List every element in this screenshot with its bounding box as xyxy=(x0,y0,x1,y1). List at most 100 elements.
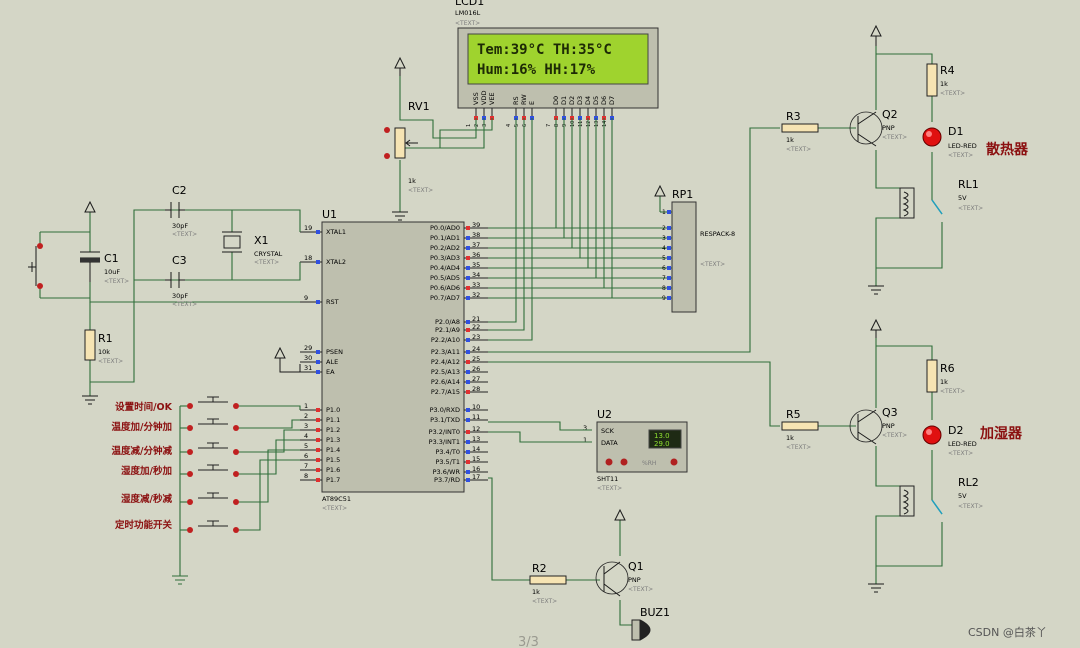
u2-reading1: 13.0 xyxy=(654,432,670,440)
control-button-label: 湿度减/秒减 xyxy=(121,493,172,505)
lcd1-ref: LCD1 xyxy=(455,0,484,8)
u1-left-pin-marker xyxy=(316,350,320,354)
r6-ref: R6 xyxy=(940,362,955,375)
r3-value: 1k xyxy=(786,136,794,144)
u1-model: AT89C51 xyxy=(322,495,351,503)
u1-ref: U1 xyxy=(322,208,337,221)
r6-text: <TEXT> xyxy=(940,388,965,395)
lcd-ground xyxy=(392,211,408,221)
lcd-pin-label: E xyxy=(528,101,536,105)
u1-right-pin-name: P2.7/A15 xyxy=(431,388,460,396)
u1-left-pin-name: PSEN xyxy=(326,348,343,356)
r1-text: <TEXT> xyxy=(98,358,123,365)
lcd-pin-label: VEE xyxy=(488,92,496,105)
humid-ground xyxy=(868,583,884,593)
c1: C1 10uF <TEXT> xyxy=(80,251,129,285)
u1-right-pin-name: P2.5/A13 xyxy=(431,368,460,376)
lcd-pin-label: D3 xyxy=(576,96,584,105)
u1-right-pin-name: P3.6/WR xyxy=(433,468,461,476)
control-button-5[interactable]: 湿度减/秒减 xyxy=(121,492,239,505)
q3: Q3 PNP <TEXT> xyxy=(849,406,907,445)
buz1: BUZ1 xyxy=(631,606,670,641)
rl1-ref: RL1 xyxy=(958,178,979,191)
u1-left-pin-marker xyxy=(316,360,320,364)
u2-button-b[interactable] xyxy=(620,458,628,466)
u2-ref: U2 xyxy=(597,408,612,421)
rl1-value: 5V xyxy=(958,194,967,202)
x1-ref: X1 xyxy=(254,234,269,247)
u2-button-a[interactable] xyxy=(605,458,613,466)
u1-right-pin-number: 35 xyxy=(472,261,480,269)
x1: X1 CRYSTAL <TEXT> xyxy=(222,231,283,266)
r1-ground xyxy=(82,395,98,405)
lcd-pin-number: 13 xyxy=(594,121,600,127)
control-button-2[interactable]: 温度加/分钟加 xyxy=(112,418,239,433)
rp1-pin-number: 4 xyxy=(662,245,666,252)
rp1-power-arrow xyxy=(654,184,666,197)
osc-reset-wires xyxy=(39,209,301,396)
u1-left-pin-marker xyxy=(316,438,320,442)
r3-text: <TEXT> xyxy=(786,146,811,153)
control-button-3[interactable]: 温度减/分钟减 xyxy=(112,442,239,457)
q1-power-arrow xyxy=(614,508,626,521)
lcd-pin-number: 12 xyxy=(586,121,592,127)
u1-left-pin-name: P1.6 xyxy=(326,466,340,474)
rp1-body xyxy=(671,201,697,313)
lcd-pin-number: 14 xyxy=(602,121,608,127)
control-button-6[interactable]: 定时功能开关 xyxy=(114,519,239,533)
q1-ref: Q1 xyxy=(628,560,644,573)
u1-right-pin-marker xyxy=(466,226,470,230)
d1-type: LED-RED xyxy=(948,142,977,150)
u1-right-pin-marker xyxy=(466,430,470,434)
u1-right-pin-number: 14 xyxy=(472,445,480,453)
u2-brand: %RH xyxy=(642,460,656,467)
rp1-type: RESPACK-8 xyxy=(700,230,735,238)
u1-right-pin-number: 22 xyxy=(472,323,480,331)
lcd-pin-label: D5 xyxy=(592,96,600,105)
lcd-pin-number: 4 xyxy=(506,124,512,127)
u1-left-pin-name: P1.1 xyxy=(326,416,340,424)
watermark: CSDN @白茶丫 xyxy=(968,625,1047,639)
u1-left-pin-number: 19 xyxy=(304,224,312,232)
lcd1-model: LM016L xyxy=(455,9,481,17)
r5-value: 1k xyxy=(786,434,794,442)
u1-right-pin-number: 11 xyxy=(472,413,480,421)
u1-left-pin-number: 1 xyxy=(304,402,308,410)
u1-right-pin-name: P3.4/T0 xyxy=(435,448,460,456)
u2-button-c[interactable] xyxy=(670,458,678,466)
u1-right-pin-name: P0.2/AD2 xyxy=(430,244,460,252)
lcd-pin-number: 3 xyxy=(482,124,488,127)
c2-value: 30pF xyxy=(172,222,188,230)
r2-ref: R2 xyxy=(532,562,547,575)
u1-right-pin-name: P2.6/A14 xyxy=(431,378,460,386)
d2-text: <TEXT> xyxy=(948,450,973,457)
u1-left-pin-number: 29 xyxy=(304,344,312,352)
u1-right-pin-name: P2.1/A9 xyxy=(435,326,460,334)
u1-right-pin-number: 10 xyxy=(472,403,480,411)
u1-left-pin-name: RST xyxy=(326,298,339,306)
r2: R2 1k <TEXT> xyxy=(529,562,567,605)
rv1-body xyxy=(394,127,406,159)
r2-text: <TEXT> xyxy=(532,598,557,605)
u1-right-pin-number: 12 xyxy=(472,425,480,433)
u1-right-pin-name: P3.3/INT1 xyxy=(429,438,460,446)
q2: Q2 PNP <TEXT> xyxy=(849,108,907,147)
u1-right-pin-marker xyxy=(466,338,470,342)
r1: R1 10k <TEXT> xyxy=(84,329,123,365)
rl2-ref: RL2 xyxy=(958,476,979,489)
u2-wires xyxy=(488,421,592,443)
rp1-pin-marker xyxy=(667,296,671,300)
control-button-1[interactable]: 设置时间/OK xyxy=(115,396,239,413)
u1-left-pin-name: EA xyxy=(326,368,335,376)
control-button-label: 温度减/分钟减 xyxy=(112,445,173,457)
lcd-pin-label: RW xyxy=(520,94,528,105)
control-button-4[interactable]: 湿度加/秒加 xyxy=(121,464,239,477)
rv1-wiper xyxy=(405,139,418,147)
lcd1: LCD1 LM016L <TEXT> Tem:39°C TH:35°C Hum:… xyxy=(455,0,659,127)
c3-value: 30pF xyxy=(172,292,188,300)
reset-button[interactable] xyxy=(28,243,43,289)
u1-left-pin-number: 3 xyxy=(304,422,308,430)
u1-right-pin-number: 23 xyxy=(472,333,480,341)
u1-right-pin-marker xyxy=(466,246,470,250)
